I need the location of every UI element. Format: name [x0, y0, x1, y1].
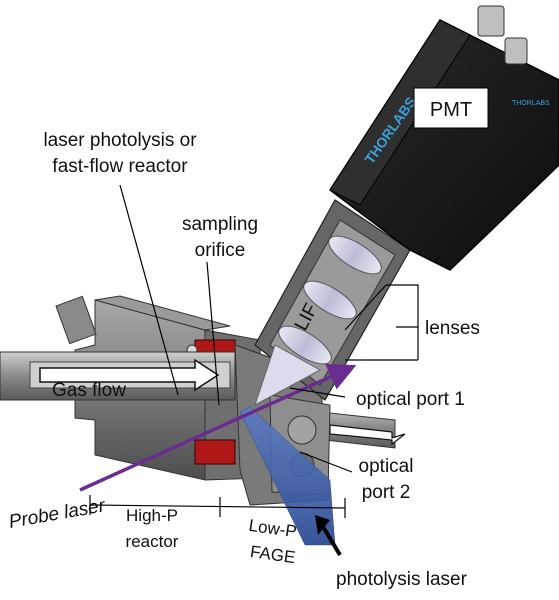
probe-laser-beam: [79, 363, 357, 492]
label-optical-port-1: optical port 1: [356, 389, 465, 410]
label-optical-port-2-1: optical: [359, 456, 414, 477]
lens-housing: [254, 199, 411, 407]
pmt-label-box: [413, 87, 489, 129]
label-low-p-1: Low-P: [248, 516, 298, 542]
photolysis-laser-beam: [239, 406, 342, 557]
pmt-label: PMT: [430, 99, 472, 121]
label-high-p-1: High-P: [126, 506, 178, 525]
label-low-p-2: FAGE: [249, 542, 297, 567]
label-lenses: lenses: [425, 318, 480, 339]
label-optical-port-2-2: port 2: [362, 482, 411, 503]
label-gas-flow: Gas flow: [52, 380, 126, 401]
pmt-detector: THORLABS THORLABS PMT: [328, 5, 559, 271]
label-sampling-orifice-2: orifice: [195, 240, 246, 261]
label-photolysis-reactor-2: fast-flow reactor: [52, 156, 188, 177]
gas-inlet-tube: [0, 351, 236, 401]
label-high-p-2: reactor: [126, 532, 179, 551]
annotation-lines: [89, 184, 419, 518]
label-probe-laser: Probe laser: [7, 495, 107, 533]
label-photolysis-laser: photolysis laser: [336, 569, 468, 590]
pmt-brand-small-text: THORLABS: [512, 100, 550, 107]
label-sampling-orifice-1: sampling: [182, 214, 258, 235]
label-photolysis-reactor-1: laser photolysis or: [43, 130, 197, 151]
